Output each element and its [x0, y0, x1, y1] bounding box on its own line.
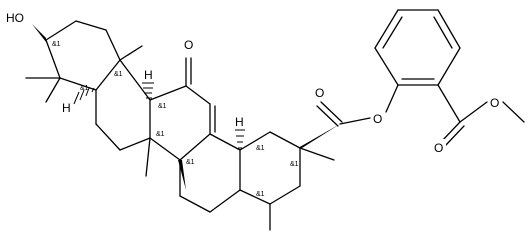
stereo-bonds	[32, 24, 340, 190]
ester-carbonyl-oxygen-label: O	[315, 86, 324, 100]
hashed-bond-c9-h	[142, 82, 154, 99]
stereo-label-c9: &1	[158, 103, 167, 110]
stereo-label-c5: &1	[114, 71, 123, 78]
stereo-label-c8: &1	[156, 131, 165, 138]
hydroxyl-label: HO	[6, 11, 24, 25]
stereo-label-c20: &1	[290, 161, 299, 168]
methyl-ester-link-oxygen-label: O	[490, 96, 499, 110]
ester-link-oxygen-label: O	[373, 112, 382, 126]
wedge-bond-c20-ester	[298, 124, 340, 148]
hashed-bond-c5-h	[73, 87, 95, 105]
ketone-oxygen-label: O	[184, 38, 193, 52]
methyl-ester-carbonyl-oxygen-label: O	[434, 141, 443, 155]
h-c5-label: H	[62, 101, 71, 115]
hashed-bond-c18-h	[235, 129, 245, 149]
stereo-label-c18: &1	[256, 145, 265, 152]
stereo-label-c4a: &1	[80, 85, 89, 92]
wedge-bond-c3-oh	[32, 24, 46, 42]
h-c9-label: H	[144, 68, 153, 82]
stereo-label-c3: &1	[52, 41, 61, 48]
atom-labels: HO O O O O O H H H	[4, 9, 502, 155]
stereo-label-c14: &1	[186, 159, 195, 166]
stereo-label-c17: &1	[256, 191, 265, 198]
stereo-annotations: &1 &1 &1 &1 &1 &1 &1 &1 &1	[52, 41, 299, 198]
h-c18-label: H	[235, 115, 244, 129]
bond-skeleton	[25, 9, 525, 231]
wedge-bond-c14-methyl	[178, 160, 186, 190]
